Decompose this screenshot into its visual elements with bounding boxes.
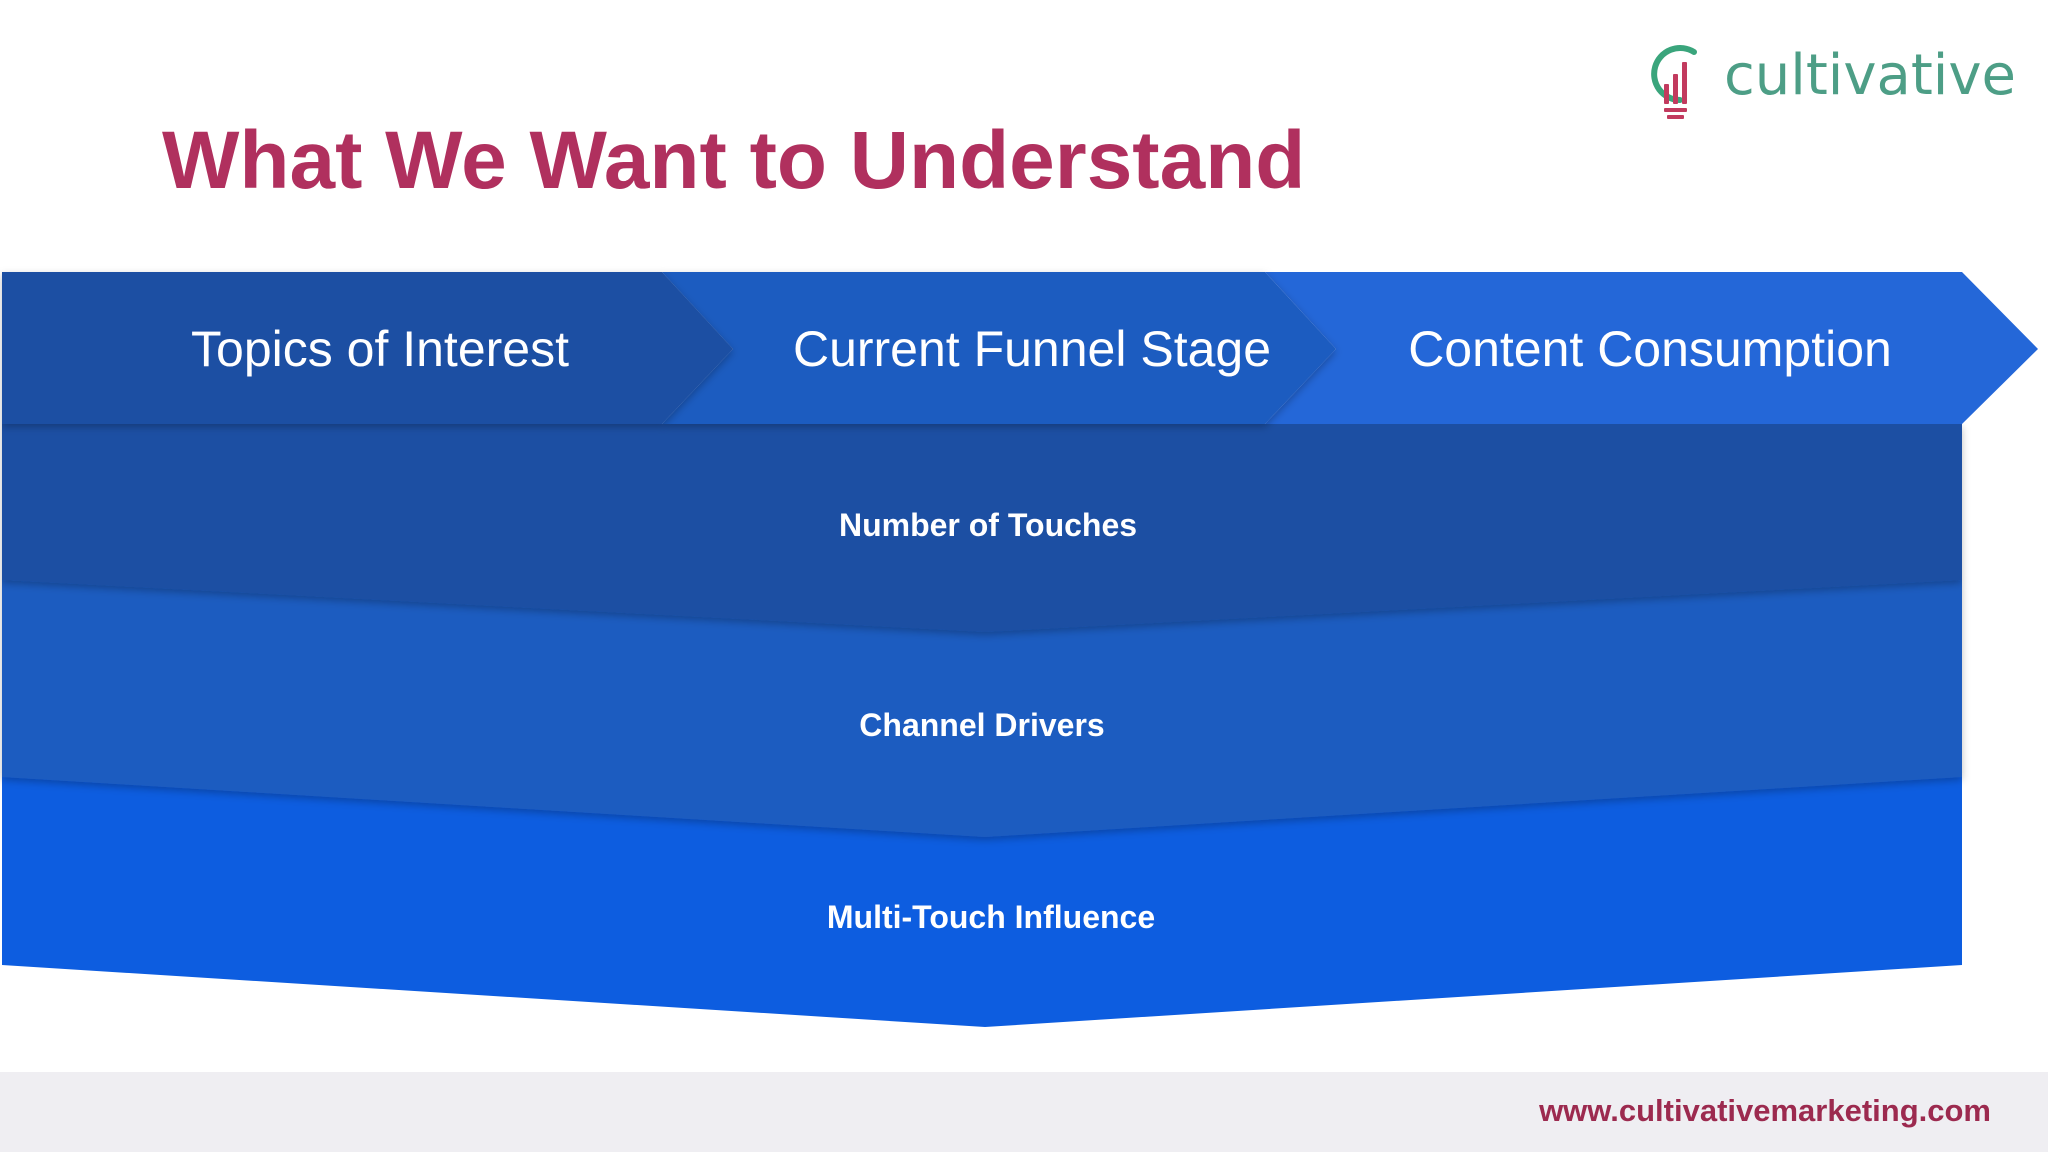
footer-bar bbox=[0, 1072, 2048, 1152]
layer-multi-touch-influence bbox=[2, 777, 1962, 1027]
step-label-topics-of-interest: Topics of Interest bbox=[191, 321, 569, 377]
step-content-consumption bbox=[1265, 272, 2038, 424]
layer-number-of-touches bbox=[2, 424, 1962, 632]
step-label-current-funnel-stage: Current Funnel Stage bbox=[793, 321, 1271, 377]
layer-channel-drivers bbox=[2, 580, 1962, 837]
slide-title: What We Want to Understand bbox=[162, 115, 1306, 206]
step-topics-of-interest bbox=[2, 272, 733, 424]
logo bbox=[1651, 45, 1697, 119]
logo-text: cultivative bbox=[1724, 43, 2016, 108]
step-current-funnel-stage bbox=[662, 272, 1336, 424]
footer-url[interactable]: www.cultivativemarketing.com bbox=[1539, 1093, 1991, 1128]
layer-label-multi-touch-influence: Multi-Touch Influence bbox=[827, 899, 1155, 935]
step-label-content-consumption: Content Consumption bbox=[1408, 321, 1892, 377]
layer-label-channel-drivers: Channel Drivers bbox=[859, 707, 1104, 743]
layer-label-number-of-touches: Number of Touches bbox=[839, 507, 1137, 543]
lightbulb-bar-chart-icon bbox=[1651, 45, 1697, 119]
